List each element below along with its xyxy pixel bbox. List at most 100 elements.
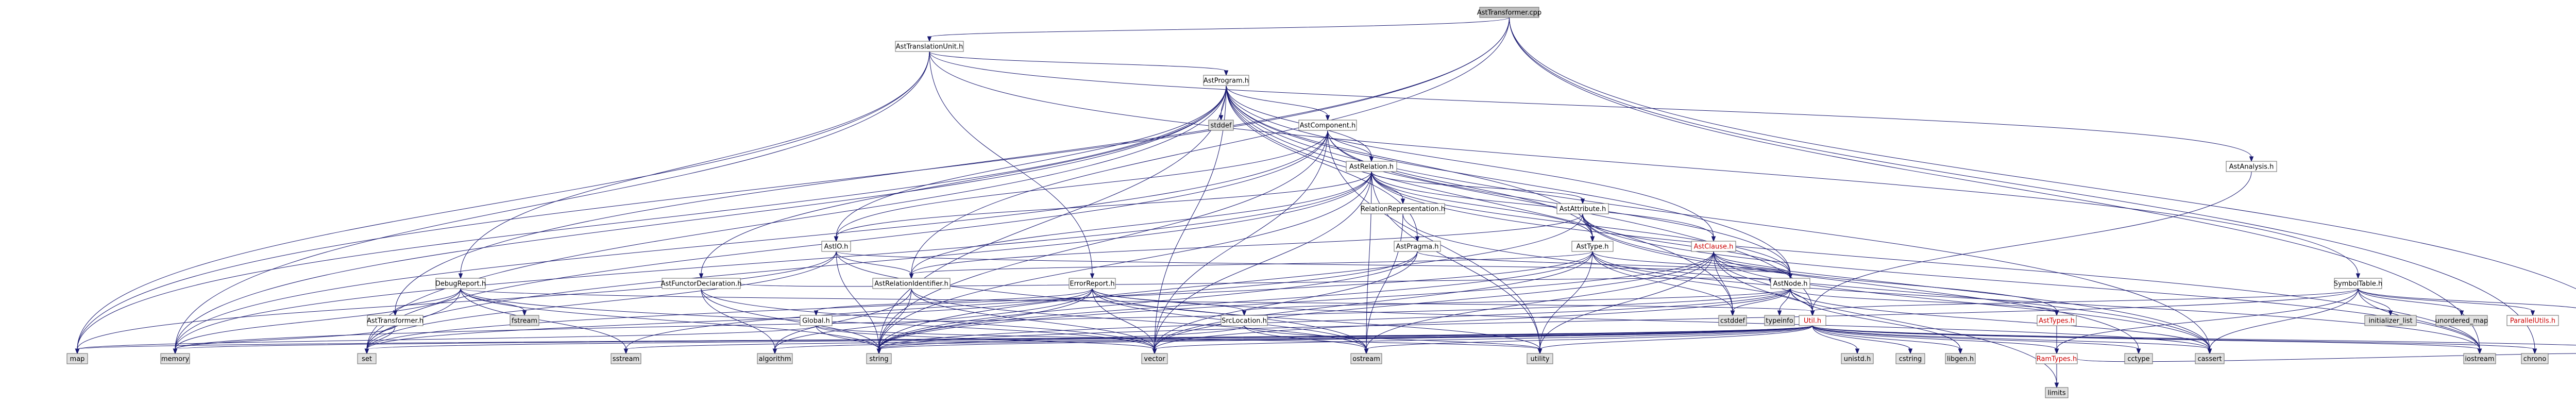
file-node-asttransformer[interactable]: AstTransformer.h [367, 315, 423, 326]
file-node-errorreport[interactable]: ErrorReport.h [1069, 278, 1116, 289]
file-node-relationrep[interactable]: RelationRepresentation.h [1361, 203, 1445, 214]
file-node-astcomponent[interactable]: AstComponent.h [1298, 120, 1357, 131]
include-edge [909, 251, 1593, 279]
node-box [2334, 278, 2382, 289]
file-node-astio[interactable]: AstIO.h [821, 241, 851, 252]
file-node-ostream: ostream [1350, 353, 1382, 364]
node-box [2463, 353, 2496, 364]
node-label: cstring [1899, 356, 1922, 363]
file-node-asttypes[interactable]: AstTypes.h [2037, 315, 2077, 326]
node-label: string [869, 356, 888, 363]
include-edge [929, 51, 1095, 279]
include-edge [929, 51, 1229, 76]
node-label: AstAnalysis.h [2229, 163, 2274, 171]
node-label: chrono [2523, 356, 2547, 363]
node-box [1799, 315, 1826, 326]
file-node-astprogram[interactable]: AstProgram.h [1203, 75, 1249, 86]
include-edge [2077, 353, 2576, 362]
include-edge [1812, 325, 1913, 355]
include-edge [2358, 288, 2535, 316]
include-edge [364, 325, 1813, 355]
file-node-map: map [66, 353, 88, 364]
file-node-astpragma[interactable]: AstPragma.h [1394, 241, 1441, 252]
node-label: AstComponent.h [1300, 122, 1356, 130]
node-box [1764, 315, 1795, 326]
node-box [1221, 315, 1268, 326]
node-label: fstream [512, 317, 537, 325]
node-box [1208, 120, 1234, 131]
file-node-astanalysis[interactable]: AstAnalysis.h [2226, 161, 2277, 172]
file-node-debugreport[interactable]: DebugReport.h [435, 278, 486, 289]
file-node-cstring: cstring [1895, 353, 1925, 364]
file-node-utility: utility [1527, 353, 1553, 364]
node-label: set [362, 356, 372, 363]
node-box [821, 241, 851, 252]
include-edge [1371, 171, 1585, 205]
include-edge [2054, 364, 2059, 389]
file-node-astattribute[interactable]: AstAttribute.h [1556, 203, 1609, 214]
file-node-translationunit[interactable]: AstTranslationUnit.h [895, 41, 964, 52]
include-edge [393, 288, 461, 316]
node-box [1479, 7, 1539, 18]
file-node-parallelutil[interactable]: ParallelUtils.h [2506, 315, 2559, 326]
file-node-set: set [357, 353, 377, 364]
file-node-relationid[interactable]: AstRelationIdentifier.h [872, 278, 951, 289]
file-node-astrelation[interactable]: AstRelation.h [1346, 161, 1397, 172]
node-label: AstTransformer.h [367, 317, 423, 325]
node-box [1141, 353, 1168, 364]
node-box [1718, 315, 1747, 326]
node-label: vector [1144, 356, 1165, 363]
include-edge [1371, 171, 2482, 355]
node-label: AstFunctorDeclaration.h [661, 280, 742, 288]
node-label: utility [1531, 356, 1550, 363]
node-label: AstNode.h [1773, 280, 1807, 288]
include-edge [876, 85, 1227, 355]
include-edge [75, 85, 1227, 355]
node-label: unordered_map [2435, 317, 2488, 325]
file-node-initializer_list: initializer_list [2364, 315, 2417, 326]
node-box [2435, 315, 2488, 326]
file-node-asttype[interactable]: AstType.h [1571, 241, 1614, 252]
include-edge [929, 51, 2361, 279]
node-label: Global.h [802, 317, 830, 325]
file-node-cstddef: cstddef [1718, 315, 1747, 326]
node-label: AstTypes.h [2039, 317, 2075, 325]
node-box [895, 41, 964, 52]
file-node-symboltable[interactable]: SymbolTable.h [2334, 278, 2382, 289]
node-box [367, 315, 423, 326]
node-label: AstAttribute.h [1560, 206, 1606, 213]
file-node-astclause[interactable]: AstClause.h [1691, 241, 1736, 252]
file-node-unordered_map: unordered_map [2435, 315, 2488, 326]
file-node-chrono: chrono [2521, 353, 2549, 364]
file-node-stddef: stddef [1208, 120, 1234, 131]
include-edge [460, 288, 1815, 316]
node-label: limits [2047, 390, 2066, 397]
node-box [1691, 241, 1736, 252]
file-node-functordecl[interactable]: AstFunctorDeclaration.h [661, 278, 742, 289]
node-box [510, 315, 539, 326]
file-node-ramtypes[interactable]: RamTypes.h [2036, 353, 2078, 364]
include-edge [2358, 288, 2464, 316]
file-node-utilh[interactable]: Util.h [1799, 315, 1826, 326]
include-edge [1812, 325, 2576, 346]
include-edge [772, 325, 1813, 355]
include-edge [699, 85, 1227, 279]
file-node-srclocation[interactable]: SrcLocation.h [1221, 315, 1268, 326]
node-box [1069, 278, 1116, 289]
file-node-root[interactable]: AstTransformer.cpp [1477, 7, 1541, 18]
node-box [2124, 353, 2153, 364]
node-box [1571, 241, 1614, 252]
node-label: AstProgram.h [1204, 77, 1249, 85]
node-box [2195, 353, 2225, 364]
file-node-astnode[interactable]: AstNode.h [1770, 278, 1810, 289]
node-box [435, 278, 486, 289]
file-node-global[interactable]: Global.h [800, 315, 833, 326]
include-edge [836, 251, 914, 279]
include-edge [173, 325, 1813, 355]
node-box [800, 315, 833, 326]
include-edge [836, 251, 1793, 279]
file-node-memory: memory [160, 353, 190, 364]
file-node-sstream: sstream [611, 353, 641, 364]
include-edge [364, 85, 1227, 355]
